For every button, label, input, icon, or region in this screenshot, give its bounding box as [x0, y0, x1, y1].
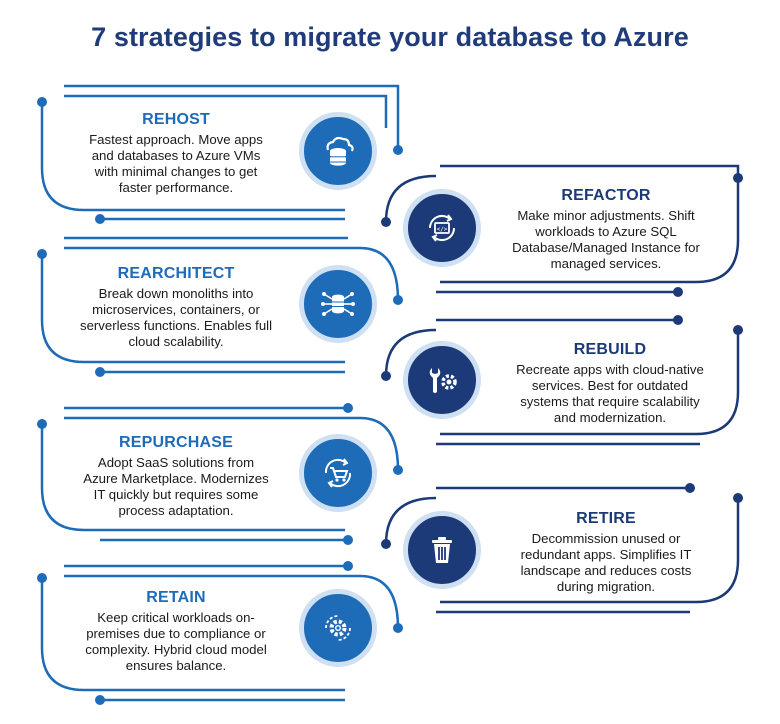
repurchase-icon-badge [299, 434, 377, 512]
rehost-connector [37, 84, 403, 224]
repurchase-connector [37, 403, 403, 545]
retire-heading: RETIRE [576, 510, 636, 527]
rehost-icon-badge [299, 112, 377, 190]
wrench-gear-icon [429, 368, 457, 393]
rebuild-connector [381, 315, 743, 446]
retain-card: RETAIN Keep critical workloads on- premi… [60, 589, 292, 674]
refactor-description: Make minor adjustments. Shift workloads … [512, 208, 700, 271]
rebuild-heading: REBUILD [573, 341, 647, 358]
retire-description: Decommission unused or redundant apps. S… [520, 531, 692, 594]
rearchitect-card: REARCHITECT Break down monoliths into mi… [60, 265, 292, 350]
rehost-card: REHOST Fastest approach. Move apps and d… [60, 111, 292, 196]
rehost-description: Fastest approach. Move apps and database… [89, 132, 263, 195]
retain-connector [37, 561, 403, 705]
retain-heading: RETAIN [146, 589, 206, 606]
cart-refresh-icon [324, 458, 352, 488]
gear-cycle-icon [325, 615, 351, 641]
retire-icon-badge [403, 511, 481, 589]
page-title: 7 strategies to migrate your database to… [91, 22, 689, 52]
repurchase-card: REPURCHASE Adopt SaaS solutions from Azu… [60, 434, 292, 519]
repurchase-description: Adopt SaaS solutions from Azure Marketpl… [83, 455, 269, 518]
code-refresh-icon: </> [428, 214, 456, 242]
svg-text:</>: </> [437, 226, 448, 233]
rebuild-description: Recreate apps with cloud-native services… [516, 362, 704, 425]
refactor-connector [381, 164, 743, 297]
retain-description: Keep critical workloads on- premises due… [85, 610, 267, 673]
retire-card: RETIRE Decommission unused or redundant … [490, 510, 722, 595]
retain-icon-badge [299, 589, 377, 667]
rehost-heading: REHOST [142, 111, 210, 128]
rebuild-card: REBUILD Recreate apps with cloud-native … [490, 341, 730, 426]
refactor-icon-badge: </> [403, 189, 481, 267]
rearchitect-description: Break down monoliths into microservices,… [79, 286, 273, 349]
network-database-icon [321, 292, 355, 316]
cloud-database-icon [326, 136, 354, 166]
refactor-heading: REFACTOR [561, 187, 651, 204]
trash-icon [432, 537, 452, 563]
rebuild-icon-badge [403, 341, 481, 419]
rearchitect-heading: REARCHITECT [117, 265, 235, 282]
refactor-card: REFACTOR Make minor adjustments. Shift w… [490, 187, 722, 272]
rearchitect-icon-badge [299, 265, 377, 343]
retire-connector [381, 483, 743, 614]
repurchase-heading: REPURCHASE [118, 434, 233, 451]
rearchitect-connector [37, 236, 403, 377]
